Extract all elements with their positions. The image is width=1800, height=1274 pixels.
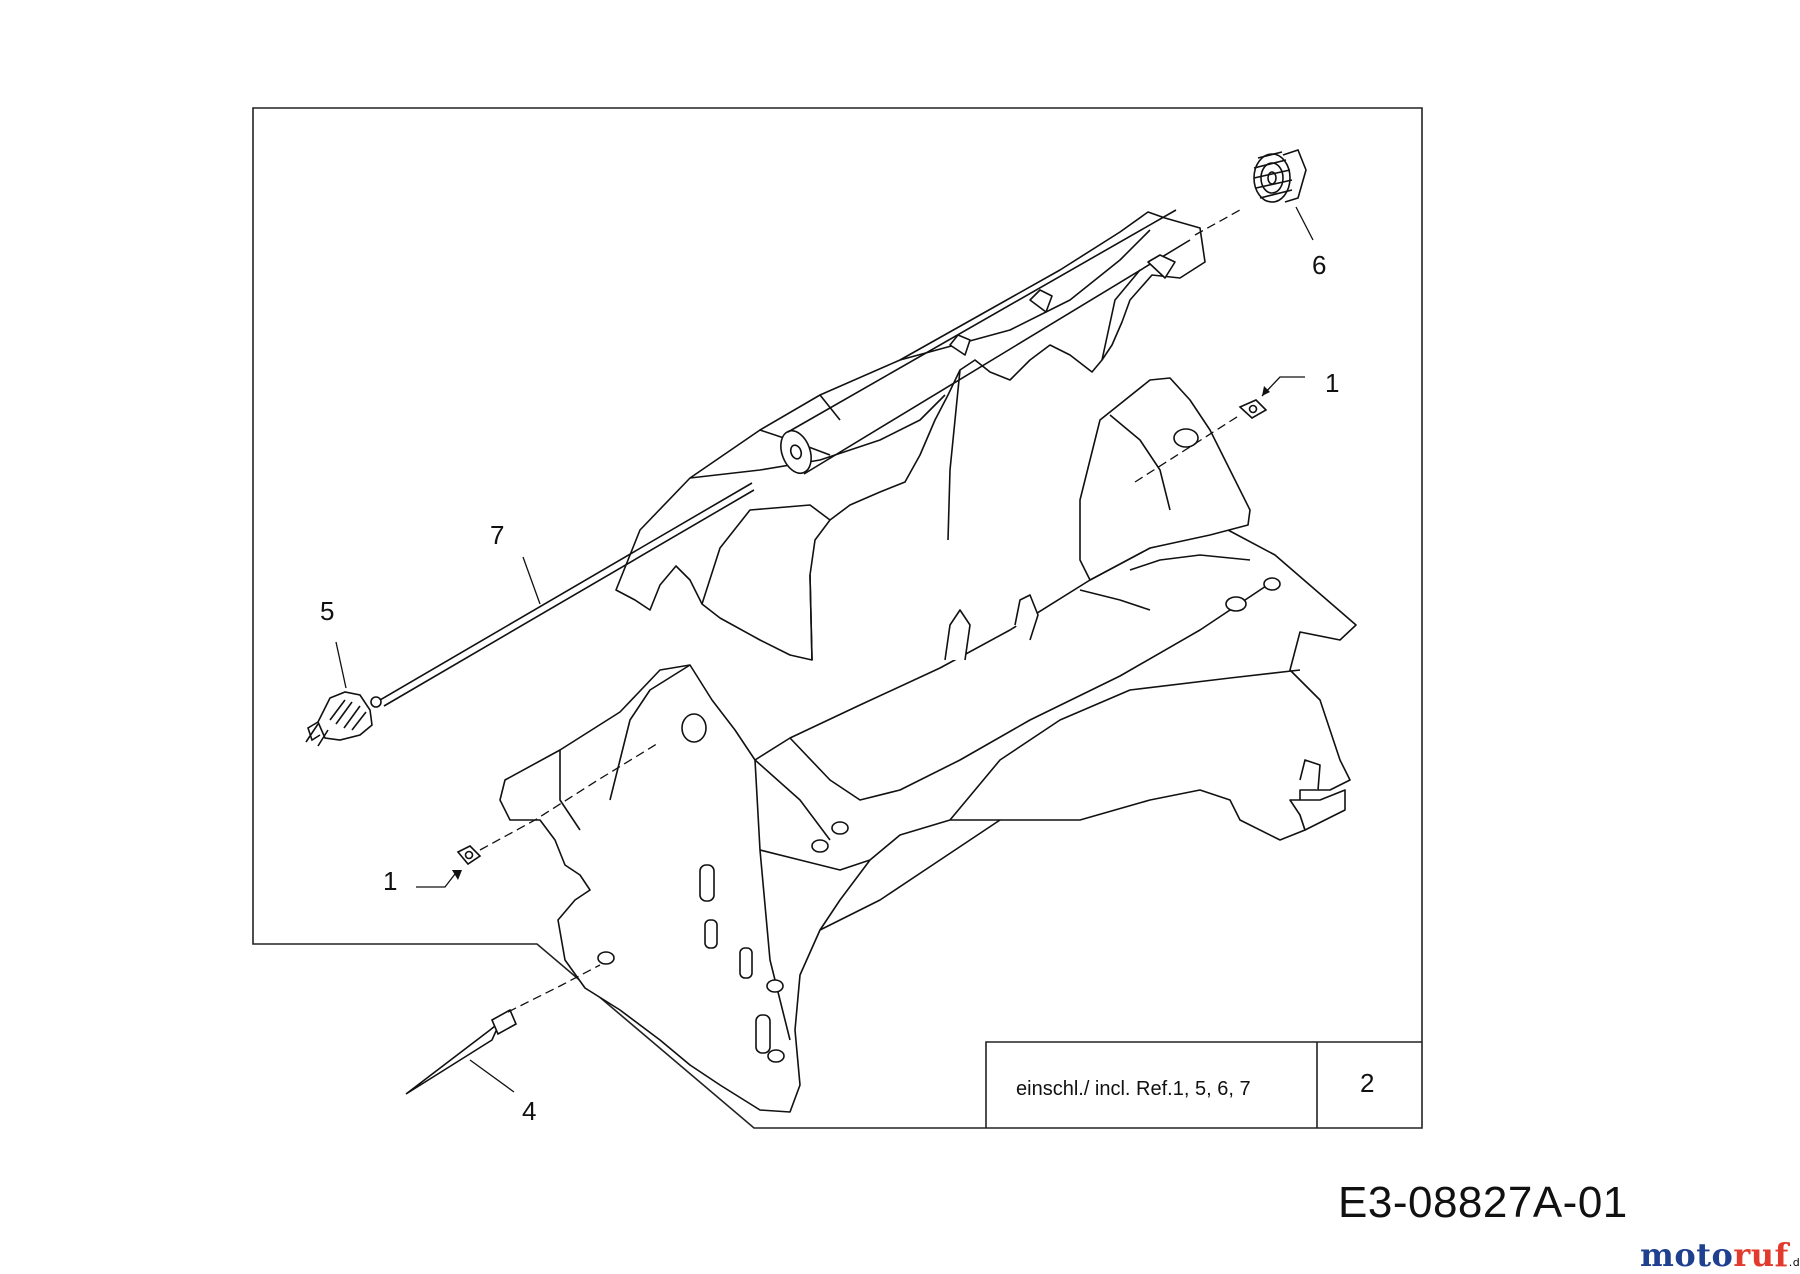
callout-ref-4: 4 — [522, 1096, 536, 1126]
leader-lines — [335, 206, 1314, 1093]
lower-housing-illustration — [499, 377, 1357, 1113]
spring-part-6-illustration — [1253, 149, 1307, 203]
spring-part-5-illustration — [305, 691, 382, 747]
callout-ref-6: 6 — [1312, 250, 1326, 280]
diagram-code: E3-08827A-01 — [1338, 1178, 1628, 1227]
nut-part-1-bottom-illustration — [456, 845, 482, 866]
nut-part-1-top-illustration — [1238, 399, 1268, 419]
logo-suffix: .de — [1788, 1256, 1800, 1269]
leader-arrow-top — [1262, 386, 1270, 396]
leader-arrow-bottom — [452, 870, 462, 880]
rod-part-7-illustration — [379, 482, 755, 707]
callout-ref-1-bottom: 1 — [383, 866, 397, 896]
logo-text: motoruf — [1640, 1236, 1789, 1274]
callout-ref-1-top: 1 — [1325, 368, 1339, 398]
callout-ref-7: 7 — [490, 520, 504, 550]
assembly-lines — [479, 209, 1241, 1013]
callout-ref-5: 5 — [320, 596, 334, 626]
upper-cover-illustration — [615, 209, 1206, 661]
motoruf-logo[interactable]: motoruf.de — [1640, 1236, 1800, 1274]
diagram-frame — [252, 107, 1423, 1129]
info-box: einschl./ incl. Ref.1, 5, 6, 7 2 — [985, 1041, 1422, 1128]
pin-part-4-illustration — [405, 1008, 518, 1095]
info-box-ref-number: 2 — [1360, 1068, 1374, 1098]
info-box-note: einschl./ incl. Ref.1, 5, 6, 7 — [1016, 1078, 1251, 1100]
